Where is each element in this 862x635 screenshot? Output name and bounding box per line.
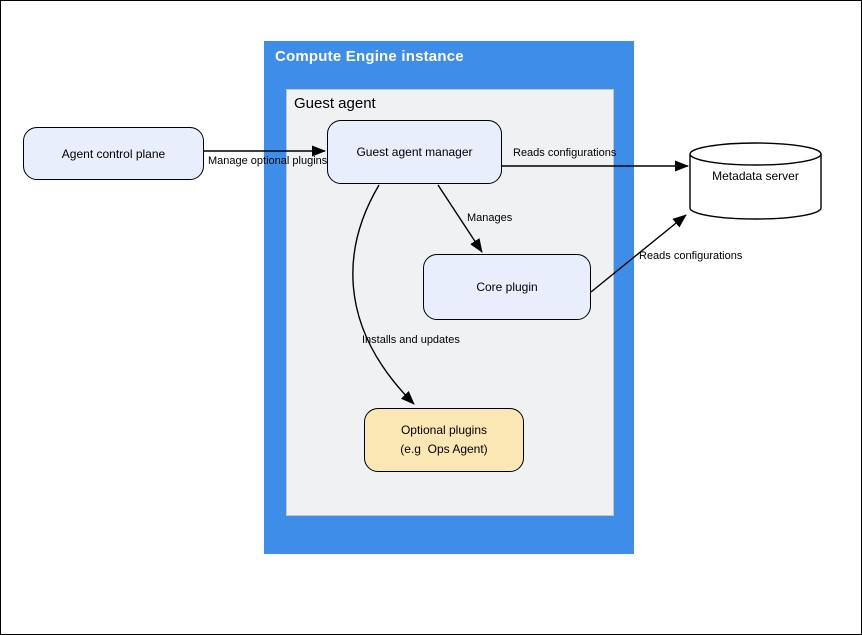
agent-control-plane-label: Agent control plane — [61, 146, 166, 161]
node-optional-plugins: Optional plugins (e.g Ops Agent) — [364, 408, 524, 472]
node-core-plugin: Core plugin — [423, 254, 591, 320]
core-plugin-label: Core plugin — [476, 280, 538, 294]
guest-agent-title: Guest agent — [294, 95, 376, 112]
compute-engine-instance-title: Compute Engine instance — [275, 48, 464, 65]
optional-plugins-label-line2: (e.g Ops Agent) — [400, 442, 488, 456]
node-agent-control-plane: Agent control plane — [23, 127, 204, 180]
metadata-server-label: Metadata server — [712, 169, 799, 183]
optional-plugins-label-line1: Optional plugins — [400, 423, 488, 437]
guest-agent-manager-label: Guest agent manager — [356, 145, 473, 159]
edge-label-reads-configurations-core: Reads configurations — [639, 250, 743, 262]
metadata-server-cylinder-shape — [689, 142, 822, 220]
node-guest-agent-manager: Guest agent manager — [327, 120, 502, 184]
